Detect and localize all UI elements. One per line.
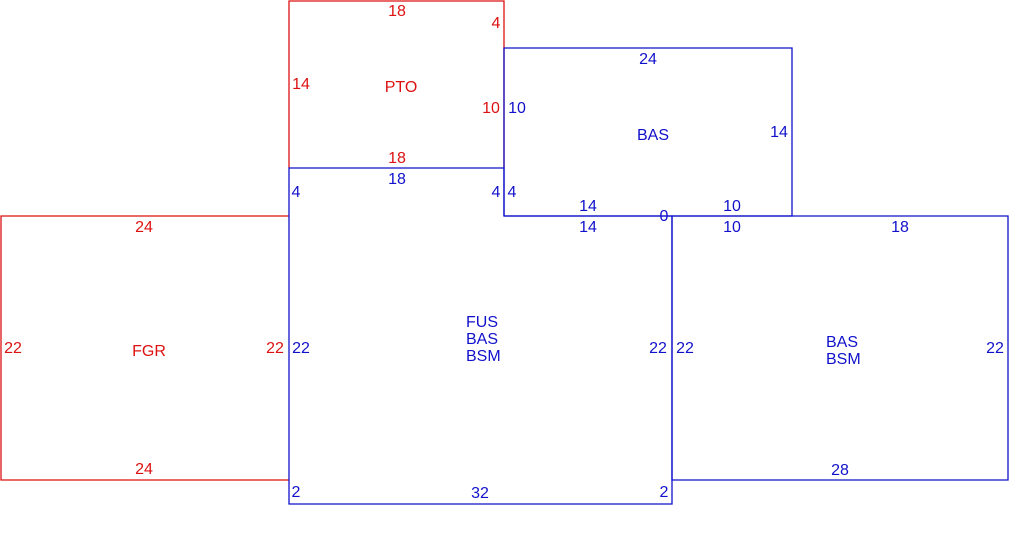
dimension-label: 28 [831, 462, 849, 479]
area-fgr-outline [0, 215, 289, 481]
dimension-label: 4 [292, 184, 301, 201]
dimension-label: 22 [4, 340, 22, 357]
area-code-label: PTO [385, 79, 418, 96]
dimension-label: 22 [986, 340, 1004, 357]
dimension-label: 22 [649, 340, 667, 357]
dimension-label: 24 [135, 219, 153, 236]
area-pto: 18 4 14 10 18 PTO [288, 0, 505, 168]
dimension-label: 4 [508, 184, 517, 201]
dimension-label: 2 [292, 484, 301, 501]
dimension-label: 10 [723, 219, 741, 236]
dimension-label: 18 [388, 3, 406, 20]
dimension-label: 18 [891, 219, 909, 236]
area-fus-bas-bsm: 18 4 4 22 14 22 2 32 2 FUS BAS BSM [288, 167, 673, 505]
area-code-label: FGR [132, 343, 166, 360]
dimension-label: 2 [660, 484, 669, 501]
dimension-label: 14 [579, 198, 597, 215]
area-code-label: BAS [466, 331, 498, 348]
dimension-label: 18 [388, 150, 406, 167]
dimension-label: 10 [508, 100, 526, 117]
dimension-label: 32 [471, 485, 489, 502]
dimension-label: 18 [388, 171, 406, 188]
area-code-label: FUS [466, 314, 498, 331]
area-bas-upper: 24 10 14 14 10 4 0 BAS [503, 47, 793, 225]
area-fgr: 24 22 22 24 FGR [0, 215, 289, 481]
dimension-label: 14 [579, 219, 597, 236]
dimension-label: 10 [723, 198, 741, 215]
area-code-label: BAS [826, 334, 858, 351]
dimension-label: 4 [492, 184, 501, 201]
dimension-label: 22 [266, 340, 284, 357]
dimension-label: 10 [482, 100, 500, 117]
dimension-label: 14 [292, 76, 310, 93]
area-bas-bsm-outline [671, 215, 1009, 481]
dimension-label: 24 [135, 461, 153, 478]
area-code-label: BAS [637, 127, 669, 144]
dimension-label: 22 [292, 340, 310, 357]
dimension-label: 14 [770, 124, 788, 141]
area-code-label: BSM [466, 348, 501, 365]
area-bas-bsm: 10 18 22 22 28 BAS BSM [671, 215, 1009, 481]
dimension-label: 24 [639, 51, 657, 68]
dimension-label: 22 [676, 340, 694, 357]
area-code-label: BSM [826, 351, 861, 368]
dimension-label: 4 [492, 15, 501, 32]
